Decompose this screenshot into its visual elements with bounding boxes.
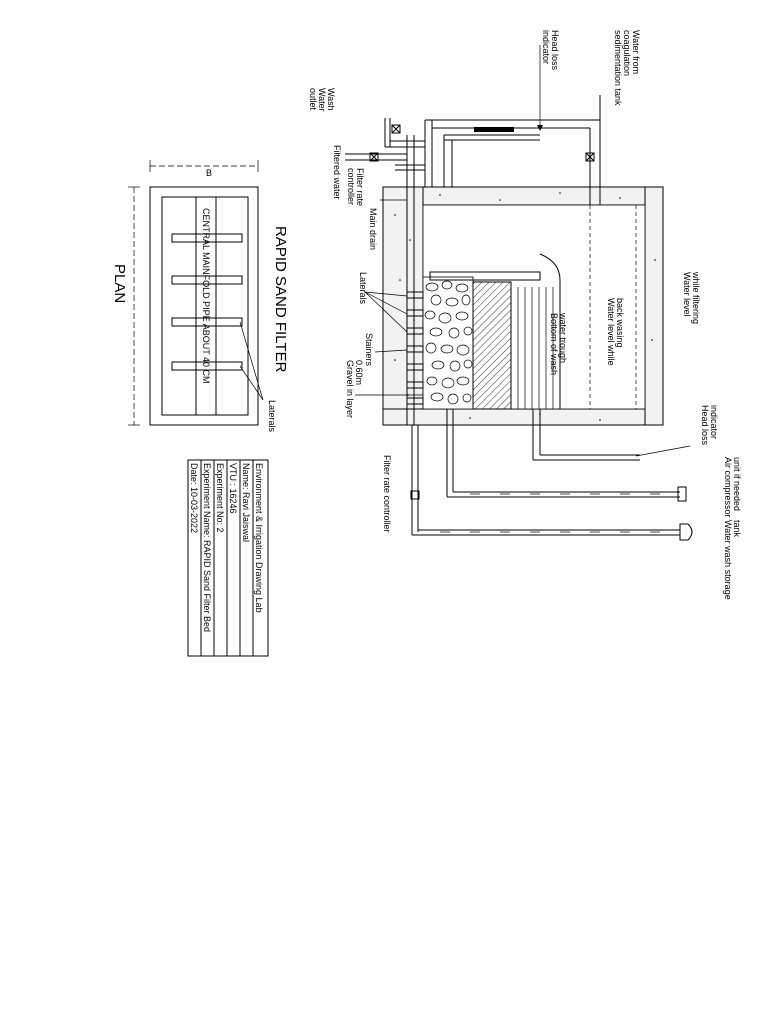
plan-manifold: [195, 196, 217, 416]
leader-lines: [355, 199, 691, 457]
title-block-line-5: Experiment Name: RAPID Sand Filter Bed: [202, 463, 212, 632]
flow-arrows: [440, 493, 660, 533]
gravel-stones: [424, 280, 473, 405]
plan-laterals-label: Laterals: [267, 400, 277, 433]
drawing-title: RAPID SAND FILTER: [272, 226, 289, 373]
label-head-loss-right: Head loss indicator: [700, 405, 719, 448]
wash-water-trough: [429, 271, 541, 281]
left-wall: [382, 186, 424, 426]
label-stainers: Stainers: [364, 333, 374, 367]
right-wall: [644, 186, 664, 426]
bottom-pipes: [411, 409, 680, 536]
label-bottom-trough: Bottom of wash water trough: [549, 312, 568, 378]
label-air-compressor: Air compressor unit if needed: [723, 457, 742, 520]
label-water-from: Water from coagulation sedimentation tan…: [613, 30, 641, 106]
title-block-line-2: Name: Ravi Jaiswal: [241, 463, 251, 542]
stainer-laterals: [406, 291, 424, 405]
label-head-loss-top: Head loss indicator: [541, 30, 560, 73]
bottom-slab: [382, 408, 664, 426]
filter-section: Water from coagulation sedimentation tan…: [308, 30, 742, 602]
air-compressor-symbol: [677, 486, 687, 502]
label-water-level-filtering: Water level while filtering: [682, 271, 701, 324]
central-manifold-label: CENTRAL MAINFOLD PIPE ABOUT 40 CM: [201, 208, 211, 384]
title-block-line-1: Environment & Irrigation Drawing Lab: [254, 463, 264, 613]
label-laterals-section: Laterals: [358, 272, 368, 305]
wash-storage-tank-symbol: [679, 523, 693, 541]
title-block-line-4: Experiment No: 2: [215, 463, 225, 533]
plan-view: RAPID SAND FILTER PLAN B CENTRAL MAINFOL…: [111, 160, 289, 433]
title-block-line-6: Date: 10-03-2022: [189, 463, 199, 533]
label-filter-rate-top: Filter rate controller: [346, 168, 365, 209]
title-block: Environment & Irrigation Drawing Lab Nam…: [187, 459, 269, 657]
title-block-line-3: VTU : 16246: [228, 463, 238, 514]
label-water-level-backwash: Water level while back wasing: [606, 298, 625, 368]
top-slab: [382, 186, 664, 206]
label-wash-storage: Water wash storage tank: [723, 520, 742, 602]
sand-layer: [472, 281, 512, 410]
plan-laterals: [171, 233, 243, 371]
plan-outer: [149, 186, 259, 426]
label-wash-water-outlet: Wash Water outlet: [308, 88, 336, 114]
label-filter-rate-bottom: Filter rate controller: [382, 455, 392, 533]
label-gravel: Gravel in layer 0.60m: [345, 360, 364, 421]
label-filtered-water: Filtered water: [332, 145, 342, 200]
plan-b-label: B: [206, 168, 212, 178]
plan-title: PLAN: [111, 264, 128, 303]
valves: [369, 124, 595, 162]
head-loss-bar: [474, 127, 514, 132]
inlet-pipes: [345, 95, 601, 205]
label-main-drain: Main drain: [368, 208, 378, 250]
trough-curve: [539, 253, 561, 409]
filter-rate-valve: [410, 490, 420, 500]
